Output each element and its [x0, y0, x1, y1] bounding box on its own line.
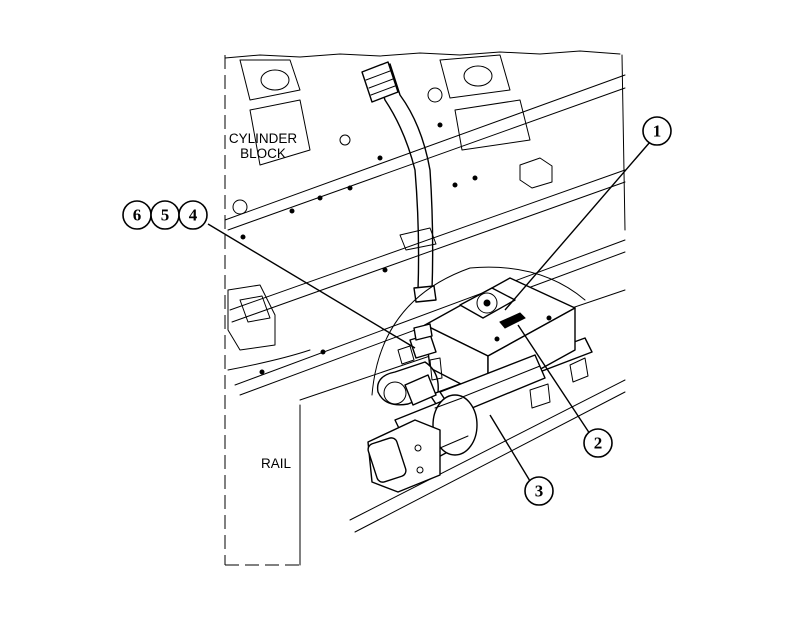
callout-2-number: 2: [594, 434, 603, 453]
callout-5: 5: [150, 200, 180, 230]
callout-5-number: 5: [161, 206, 170, 225]
starter-assembly: [367, 266, 593, 493]
callout-1-number: 1: [653, 122, 662, 141]
hose-assembly: [361, 61, 437, 303]
cylinder-block-label-line2: BLOCK: [240, 146, 286, 161]
rail-label: RAIL: [261, 456, 292, 471]
leader-line-2: [517, 324, 591, 435]
callout-1: 1: [642, 116, 672, 146]
leader-line-3: [489, 414, 531, 482]
callout-4-number: 4: [189, 206, 198, 225]
cylinder-block-label-line1: CYLINDER: [229, 131, 298, 146]
callout-6-number: 6: [133, 206, 142, 225]
leader-line-456: [207, 223, 416, 349]
leader-line-1: [504, 141, 651, 311]
callout-4: 4: [178, 200, 208, 230]
callout-2: 2: [583, 428, 613, 458]
callout-3-number: 3: [535, 482, 544, 501]
callout-3: 3: [524, 476, 554, 506]
callout-6: 6: [122, 200, 152, 230]
